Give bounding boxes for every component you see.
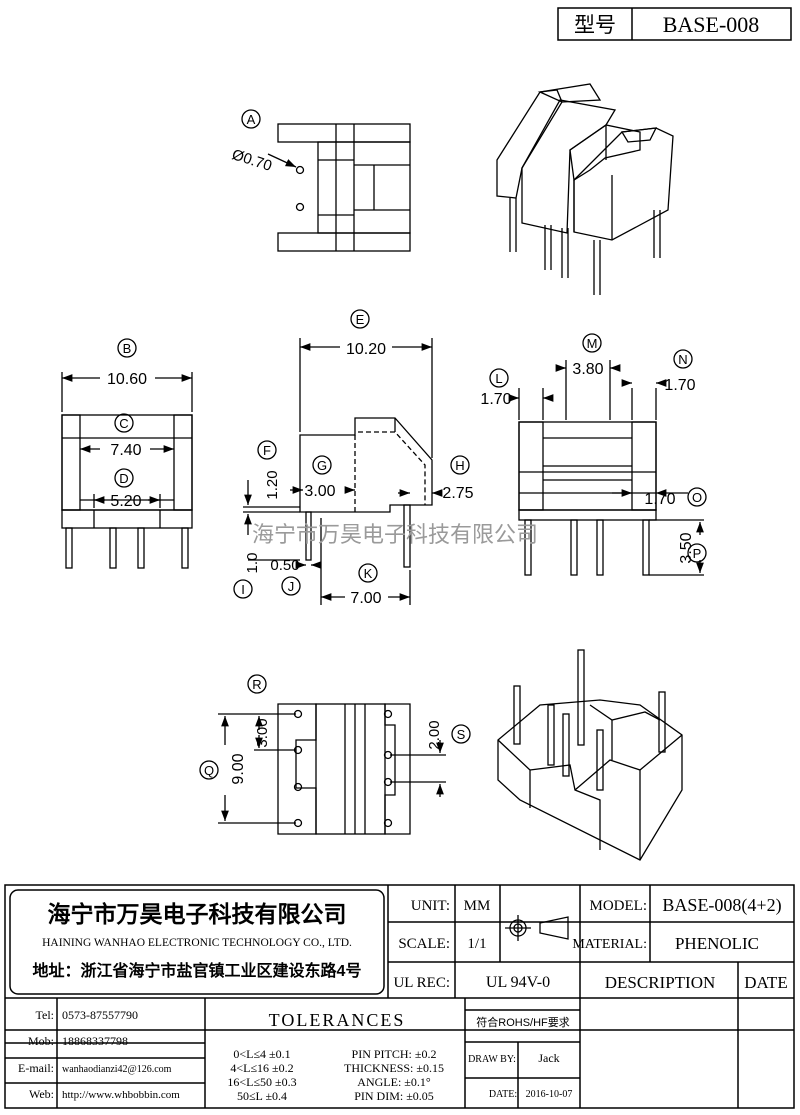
dim-q: 9.00 [230,753,247,784]
draw-by-value: Jack [538,1051,559,1065]
label-c: C [119,416,128,431]
projection-symbol-icon [505,915,569,941]
email-label: E-mail: [18,1061,54,1075]
pin-pitch: PIN PITCH: ±0.2 [352,1047,437,1061]
email-value: wanhaodianzi42@126.com [62,1064,172,1075]
angle: ANGLE: ±0.1° [357,1075,431,1089]
dim-s: 2.00 [426,720,443,749]
ul-value: UL 94V-0 [486,974,550,991]
scale-value: 1/1 [467,936,486,952]
tolerance-1: 0<L≤4 ±0.1 [233,1047,290,1061]
dim-i: 1.0 [244,553,261,574]
pin-dim: PIN DIM: ±0.05 [354,1089,434,1103]
top-view [241,109,411,252]
model-value: BASE-008(4+2) [662,895,781,916]
date-value: 2016-10-07 [526,1089,573,1100]
tel-label: Tel: [36,1008,55,1022]
unit-value: MM [464,898,491,914]
label-f: F [263,443,271,458]
mob-label: Mob: [28,1034,54,1048]
label-k: K [364,566,373,581]
ul-label: UL REC: [393,975,450,991]
label-g: G [317,458,327,473]
dim-k: 7.00 [350,590,381,607]
dim-b: 10.60 [107,371,147,388]
dim-r: 3.00 [254,718,271,747]
watermark: 海宁市万昊电子科技有限公司 [252,522,538,547]
thickness: THICKNESS: ±0.15 [344,1061,444,1075]
bottom-view [199,674,471,835]
rohs-note: 符合ROHS/HF要求 [476,1015,570,1029]
side-view [233,309,470,605]
dim-l: 1.70 [480,391,511,408]
label-j: J [288,579,295,594]
company-address: 地址：浙江省海宁市盐官镇工业区建设东路4号 [33,961,362,980]
label-r: R [252,677,261,692]
draw-by-label: DRAW BY: [468,1054,516,1065]
label-l: L [495,371,502,386]
dim-h: 2.75 [442,485,473,502]
tolerance-4: 50≤L ±0.4 [237,1089,287,1103]
web-label: Web: [29,1087,54,1101]
date-label: DATE: [489,1089,517,1100]
dim-o: 1.70 [644,491,675,508]
dim-e: 10.20 [346,341,386,358]
unit-label: UNIT: [411,898,450,914]
iso-view-top [496,83,674,295]
dim-f: 1.20 [264,470,281,499]
date-header: DATE [744,973,787,992]
tel-value: 0573-87557790 [62,1008,138,1022]
label-s: S [457,727,466,742]
web-value: http://www.whbobbin.com [62,1089,180,1101]
label-p: P [693,546,702,561]
dim-g: 3.00 [304,483,335,500]
label-b: B [123,341,132,356]
description-header: DESCRIPTION [605,973,716,992]
scale-label: SCALE: [398,936,450,952]
label-d: D [119,471,128,486]
label-m: M [587,336,598,351]
mob-value: 18868337798 [62,1034,128,1048]
dim-n: 1.70 [664,377,695,394]
label-a: A [247,112,256,127]
title-block-lines [4,884,795,1109]
company-name-en: HAINING WANHAO ELECTRONIC TECHNOLOGY CO.… [42,937,352,949]
label-h: H [455,458,464,473]
model-label: MODEL: [590,898,648,914]
dim-m: 3.80 [572,361,603,378]
dim-c: 7.40 [110,442,141,459]
label-e: E [356,312,365,327]
label-i: I [241,582,245,597]
dim-d: 5.20 [110,493,141,510]
dim-a: Ø0.70 [230,146,274,175]
iso-view-bottom [497,649,683,861]
material-label: MATERIAL: [572,937,647,952]
tolerance-3: 16<L≤50 ±0.3 [227,1075,296,1089]
front-view [61,338,193,569]
dim-j: 0.50 [270,557,299,574]
header-model-label: 型号 [574,14,616,37]
label-o: O [692,490,702,505]
label-n: N [678,352,687,367]
tolerance-2: 4<L≤16 ±0.2 [230,1061,293,1075]
right-view [489,333,707,576]
header-model-box: 型号 BASE-008 [557,7,792,41]
label-q: Q [204,763,214,778]
header-model-value: BASE-008 [663,12,760,37]
dim-p: 3.50 [678,532,695,563]
company-name-cn: 海宁市万昊电子科技有限公司 [48,901,347,927]
tolerances-title: TOLERANCES [269,1010,406,1030]
material-value: PHENOLIC [675,934,759,953]
